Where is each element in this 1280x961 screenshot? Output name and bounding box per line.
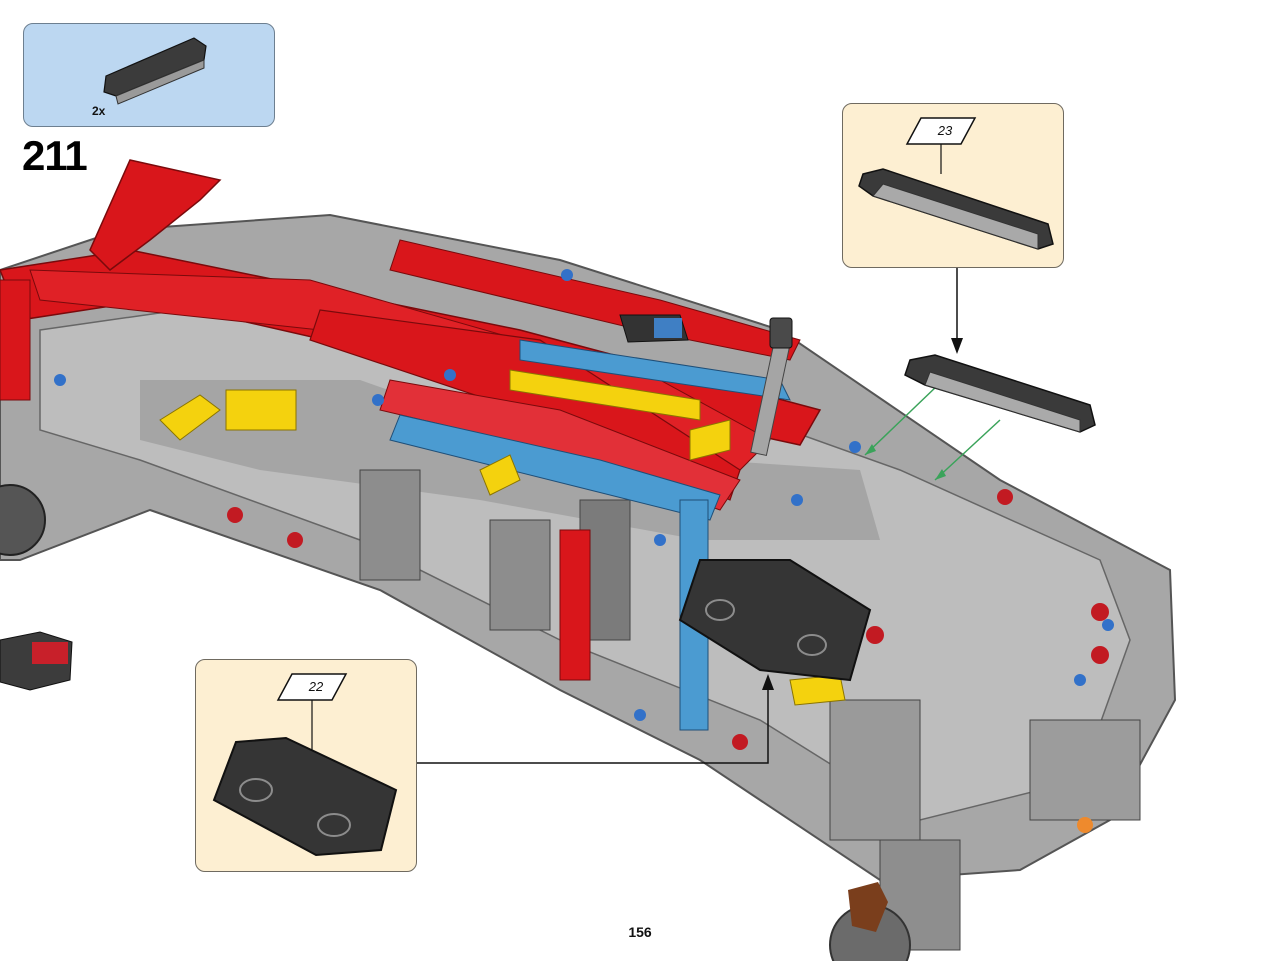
connector-pins <box>54 269 1114 833</box>
callout-arrow-bottom <box>416 674 774 764</box>
sub-assembly-callout-23: 23 <box>842 103 1064 268</box>
sub-step-label: 22 <box>308 679 324 694</box>
page-flag-icon <box>276 673 348 701</box>
sub-assembly-callout-22: 22 <box>195 659 417 872</box>
placement-guides <box>864 384 1001 481</box>
callout-arrow-top <box>951 267 963 354</box>
dark-panels <box>619 314 872 682</box>
page-number: 156 <box>628 924 652 940</box>
page-flag-icon <box>905 117 977 145</box>
beam-part-icon <box>103 37 207 105</box>
sub-step-label: 23 <box>937 123 953 138</box>
part-quantity: 2x <box>92 104 106 118</box>
lever <box>750 317 793 457</box>
detached-beam <box>904 354 1096 433</box>
parts-list-box: 2x <box>23 23 275 127</box>
callout-illustration <box>212 673 398 857</box>
callout-illustration <box>858 117 1054 250</box>
yellow-parts <box>159 369 846 706</box>
step-number: 211 <box>22 132 88 179</box>
